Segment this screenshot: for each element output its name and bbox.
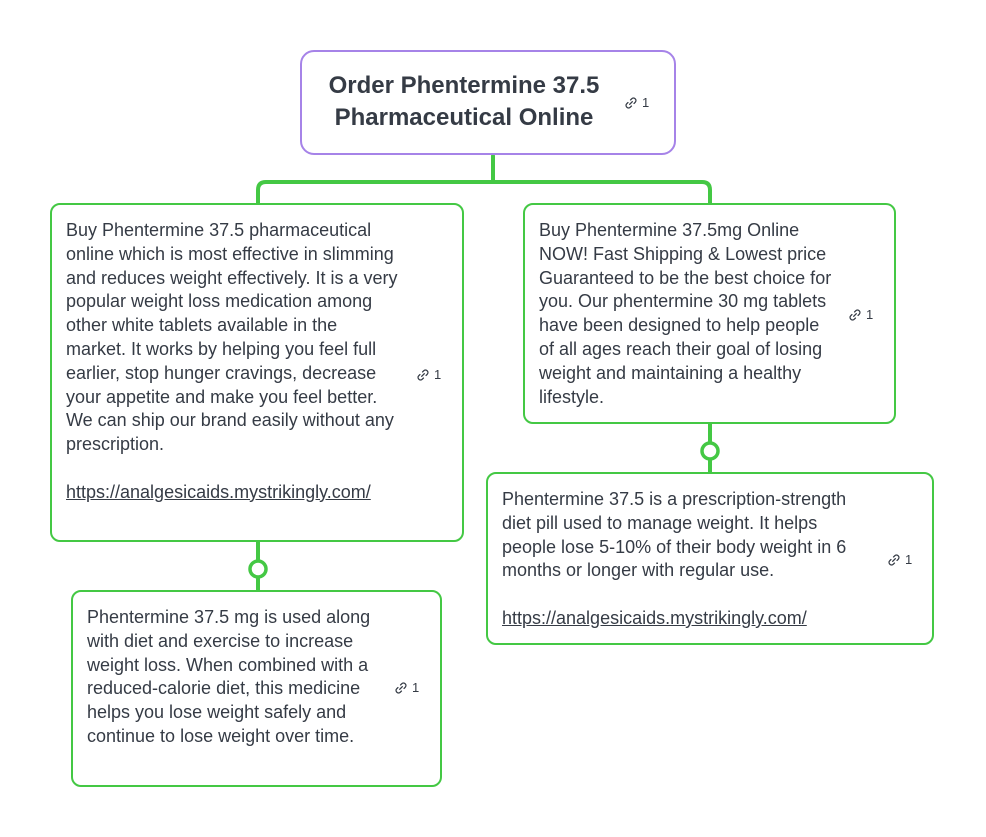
topic-left-text: Buy Phentermine 37.5 pharmaceutical onli… [66, 220, 398, 455]
topic-right[interactable]: Buy Phentermine 37.5mg Online NOW! Fast … [523, 203, 896, 424]
link-icon [849, 309, 861, 320]
topic-right-child-text: Phentermine 37.5 is a prescription-stren… [502, 489, 847, 581]
topic-right-child[interactable]: Phentermine 37.5 is a prescription-stren… [486, 472, 934, 645]
link-icon [625, 97, 637, 108]
root-link-count: 1 [642, 95, 650, 110]
root-link-badge[interactable]: 1 [624, 95, 649, 110]
link-icon [395, 682, 407, 693]
root-topic[interactable]: Order Phentermine 37.5 Pharmaceutical On… [300, 50, 676, 155]
topic-right-child-link-badge[interactable]: 1 [887, 552, 912, 567]
topic-right-child-link-count: 1 [905, 552, 913, 567]
link-icon [888, 554, 900, 565]
topic-left-link-badge[interactable]: 1 [416, 367, 441, 382]
topic-left-child[interactable]: Phentermine 37.5 mg is used along with d… [71, 590, 442, 787]
topic-left-link-count: 1 [434, 367, 442, 382]
root-to-children-connector [256, 154, 712, 205]
link-icon [417, 369, 429, 380]
topic-left-child-text: Phentermine 37.5 mg is used along with d… [87, 607, 371, 746]
topic-left-child-text-block: Phentermine 37.5 mg is used along with d… [87, 606, 387, 749]
root-title: Order Phentermine 37.5 Pharmaceutical On… [328, 72, 600, 131]
topic-right-text: Buy Phentermine 37.5mg Online NOW! Fast … [539, 220, 832, 407]
left-branch-joint [248, 559, 268, 579]
topic-left-url[interactable]: https://analgesicaids.mystrikingly.com/ [66, 481, 371, 502]
topic-left-text-block: Buy Phentermine 37.5 pharmaceutical onli… [66, 219, 402, 505]
topic-left-child-link-count: 1 [412, 680, 420, 695]
topic-right-text-block: Buy Phentermine 37.5mg Online NOW! Fast … [539, 219, 835, 409]
right-branch-joint [700, 441, 720, 461]
topic-right-link-count: 1 [866, 307, 874, 322]
topic-right-link-badge[interactable]: 1 [848, 307, 873, 322]
topic-left[interactable]: Buy Phentermine 37.5 pharmaceutical onli… [50, 203, 464, 542]
topic-left-child-link-badge[interactable]: 1 [394, 680, 419, 695]
topic-right-child-url[interactable]: https://analgesicaids.mystrikingly.com/ [502, 607, 807, 628]
topic-right-child-text-block: Phentermine 37.5 is a prescription-stren… [502, 488, 876, 631]
